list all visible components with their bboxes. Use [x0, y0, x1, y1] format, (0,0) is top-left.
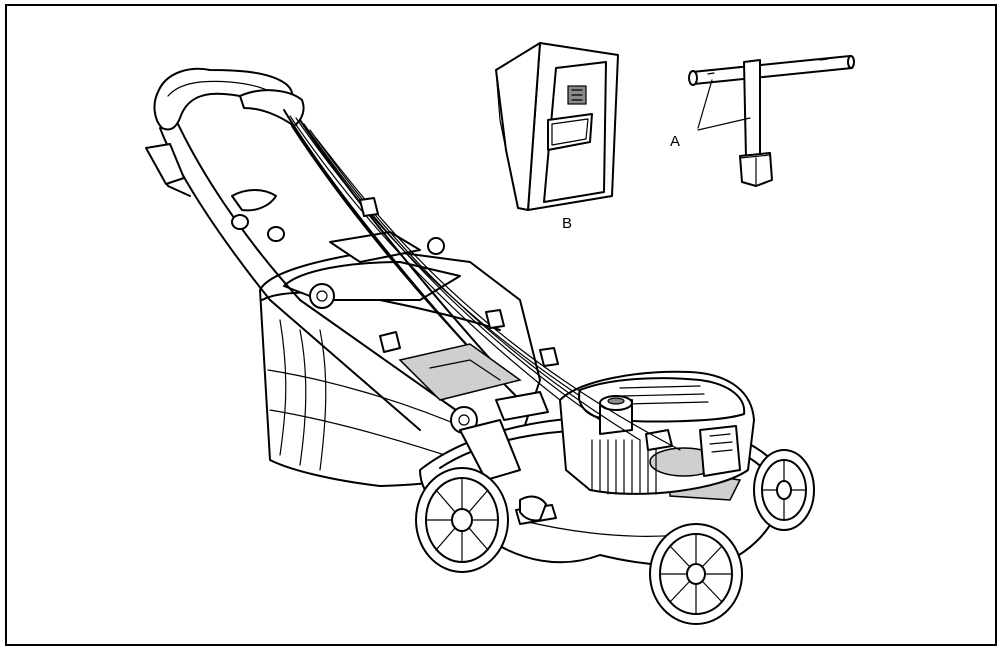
front-wheel-left: [649, 523, 743, 625]
front-wheel-right: [753, 449, 815, 531]
frame-brackets: [398, 343, 549, 481]
engine: [559, 370, 755, 495]
control-cables: [289, 115, 681, 451]
t-wrench-tool: [688, 55, 855, 187]
leader-line-a2: [697, 117, 751, 131]
grass-catcher-bag: [495, 42, 619, 211]
label-a: A: [670, 133, 680, 150]
handlebar: [145, 67, 521, 431]
leader-line-a1: [697, 79, 713, 129]
rear-wheel-right: [519, 495, 547, 522]
handle-knobs: [309, 237, 478, 434]
rear-wheel-left: [415, 467, 509, 573]
label-b: B: [562, 215, 572, 232]
